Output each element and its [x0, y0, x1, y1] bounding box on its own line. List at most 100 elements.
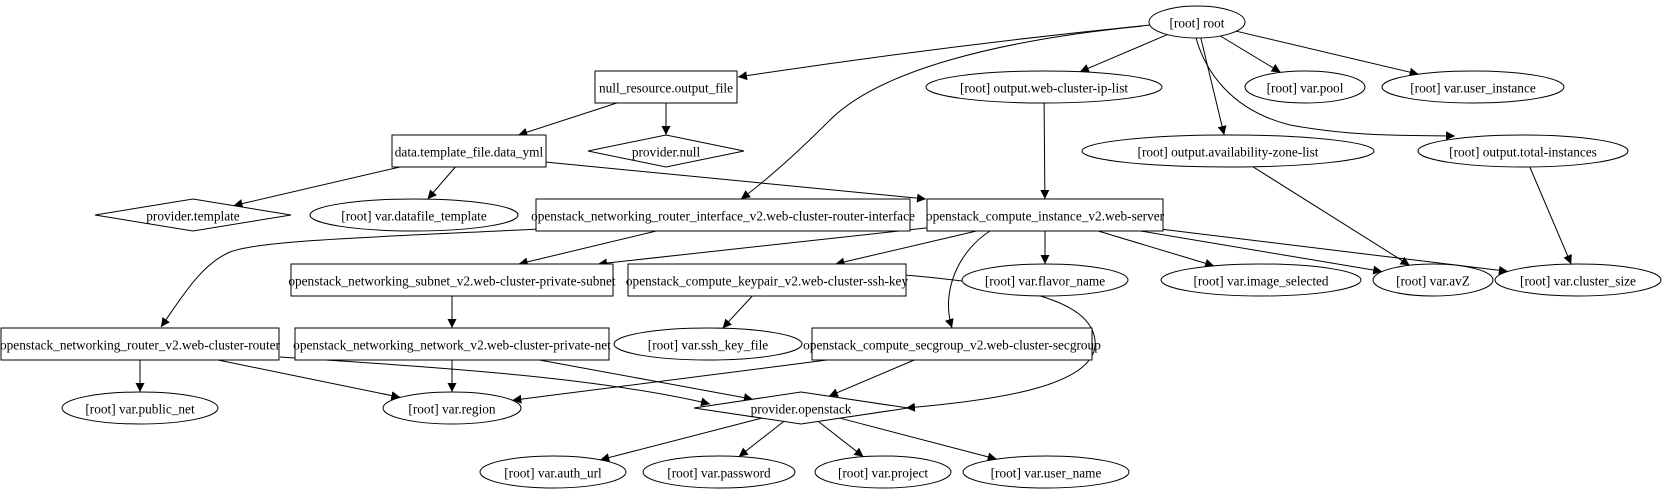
edge-root-to-var-user-instance: [1236, 30, 1419, 77]
edge-router-interface-to-subnet: [518, 230, 657, 267]
node-label: [root] var.flavor_name: [985, 274, 1105, 289]
edge-data-template-to-provider-template: [233, 166, 401, 208]
node-output-az-list: [root] output.availability-zone-list: [1081, 134, 1375, 168]
node-output-ip-list: [root] output.web-cluster-ip-list: [925, 70, 1163, 104]
node-label: [root] var.avZ: [1396, 274, 1470, 289]
node-label: openstack_networking_network_v2.web-clus…: [293, 338, 611, 353]
node-label: data.template_file.data_yml: [395, 145, 544, 160]
node-label: [root] var.ssh_key_file: [648, 338, 768, 353]
node-shape-box: [926, 198, 1164, 232]
edge-router-to-var-region: [217, 359, 401, 400]
node-label: [root] var.region: [408, 402, 495, 417]
node-output-total: [root] output.total-instances: [1417, 134, 1629, 168]
edge-output-az-list-to-var-avz: [1252, 166, 1410, 266]
node-shape-ellipse: [309, 198, 519, 232]
edge-compute-instance-to-keypair: [835, 230, 977, 267]
node-var-cluster-size: [root] var.cluster_size: [1494, 263, 1662, 297]
node-shape-ellipse: [1160, 263, 1362, 297]
edge-root-to-output-ip-list: [1079, 34, 1168, 73]
node-shape-ellipse: [382, 391, 522, 425]
edge-router-to-provider-openstack: [279, 356, 711, 407]
node-var-auth-url: [root] var.auth_url: [479, 455, 627, 489]
node-shape-ellipse: [1244, 70, 1366, 104]
node-label: [root] var.user_instance: [1410, 81, 1536, 96]
node-label: [root] var.cluster_size: [1520, 274, 1636, 289]
edge-router-interface-to-router: [160, 228, 541, 328]
node-var-datafile-template: [root] var.datafile_template: [309, 198, 519, 232]
node-root: [root] root: [1148, 5, 1246, 39]
node-var-avz: [root] var.avZ: [1372, 263, 1494, 297]
node-label: [root] var.project: [838, 466, 928, 481]
node-shape-box: [391, 134, 547, 168]
node-secgroup: openstack_compute_secgroup_v2.web-cluste…: [803, 327, 1101, 361]
node-label: [root] var.pool: [1267, 81, 1344, 96]
node-var-image-selected: [root] var.image_selected: [1160, 263, 1362, 297]
edge-compute-instance-to-var-image-selected: [1098, 230, 1215, 268]
node-keypair: openstack_compute_keypair_v2.web-cluster…: [626, 263, 909, 297]
edge-data-template-to-var-datafile-template: [427, 166, 456, 200]
edge-network-to-provider-openstack: [539, 359, 753, 403]
node-label: [root] root: [1169, 16, 1224, 31]
node-shape-ellipse: [962, 455, 1130, 489]
node-label: openstack_compute_instance_v2.web-server: [926, 209, 1165, 224]
node-compute-instance: openstack_compute_instance_v2.web-server: [926, 198, 1165, 232]
node-var-pool: [root] var.pool: [1244, 70, 1366, 104]
node-shape-ellipse: [961, 263, 1129, 297]
node-provider-null: provider.null: [587, 134, 745, 168]
node-shape-ellipse: [642, 455, 796, 489]
node-router: openstack_networking_router_v2.web-clust…: [0, 327, 281, 361]
node-shape-ellipse: [1148, 5, 1246, 39]
node-label: openstack_compute_keypair_v2.web-cluster…: [626, 274, 909, 289]
node-shape-box: [535, 198, 911, 232]
edge-compute-instance-to-secgroup: [945, 230, 991, 329]
node-network: openstack_networking_network_v2.web-clus…: [293, 327, 611, 361]
edge-root-to-output-total: [1195, 37, 1456, 141]
node-shape-ellipse: [1381, 70, 1565, 104]
edge-compute-instance-to-subnet: [597, 227, 928, 268]
node-label: openstack_compute_secgroup_v2.web-cluste…: [803, 338, 1101, 353]
node-shape-ellipse: [61, 391, 219, 425]
edge-root-to-output-az-list: [1200, 37, 1227, 136]
node-shape-diamond: [94, 198, 292, 232]
node-shape-box: [594, 70, 738, 104]
edge-root-to-router-interface: [740, 25, 1144, 200]
node-label: openstack_networking_subnet_v2.web-clust…: [288, 274, 616, 289]
node-data-template: data.template_file.data_yml: [391, 134, 547, 168]
node-label: openstack_networking_router_interface_v2…: [531, 209, 915, 224]
edge-provider-openstack-to-var-password: [738, 421, 785, 457]
node-label: [root] var.auth_url: [504, 466, 602, 481]
node-var-public-net: [root] var.public_net: [61, 391, 219, 425]
node-shape-ellipse: [1372, 263, 1494, 297]
node-shape-ellipse: [814, 455, 952, 489]
node-null-resource: null_resource.output_file: [594, 70, 738, 104]
edge-data-template-to-compute-instance: [544, 161, 927, 203]
node-shape-ellipse: [925, 70, 1163, 104]
node-shape-box: [290, 263, 614, 297]
node-var-password: [root] var.password: [642, 455, 796, 489]
edge-output-ip-list-to-compute-instance: [1040, 102, 1050, 200]
node-var-region: [root] var.region: [382, 391, 522, 425]
node-shape-box: [294, 327, 610, 361]
node-label: [root] output.availability-zone-list: [1138, 145, 1319, 160]
node-label: provider.openstack: [751, 402, 852, 417]
edge-root-to-null-resource: [737, 24, 1151, 81]
node-provider-template: provider.template: [94, 198, 292, 232]
node-router-interface: openstack_networking_router_interface_v2…: [531, 198, 915, 232]
edge-output-total-to-var-cluster-size: [1529, 166, 1572, 265]
node-subnet: openstack_networking_subnet_v2.web-clust…: [288, 263, 616, 297]
node-label: [root] output.web-cluster-ip-list: [960, 81, 1128, 96]
node-shape-box: [811, 327, 1093, 361]
node-label: provider.null: [632, 145, 701, 160]
node-label: [root] var.datafile_template: [341, 209, 487, 224]
edge-root-to-var-pool: [1220, 35, 1281, 73]
node-provider-openstack: provider.openstack: [693, 391, 909, 425]
node-label: provider.template: [146, 209, 240, 224]
node-shape-ellipse: [1494, 263, 1662, 297]
node-shape-box: [0, 327, 280, 361]
node-label: [root] var.user_name: [991, 466, 1102, 481]
edge-provider-openstack-to-var-user-name: [839, 417, 997, 462]
node-label: [root] var.image_selected: [1193, 274, 1328, 289]
node-shape-ellipse: [1417, 134, 1629, 168]
nodes-layer: [root] root null_resource.output_file [roo…: [0, 5, 1662, 489]
edge-provider-openstack-to-var-auth-url: [600, 417, 762, 462]
